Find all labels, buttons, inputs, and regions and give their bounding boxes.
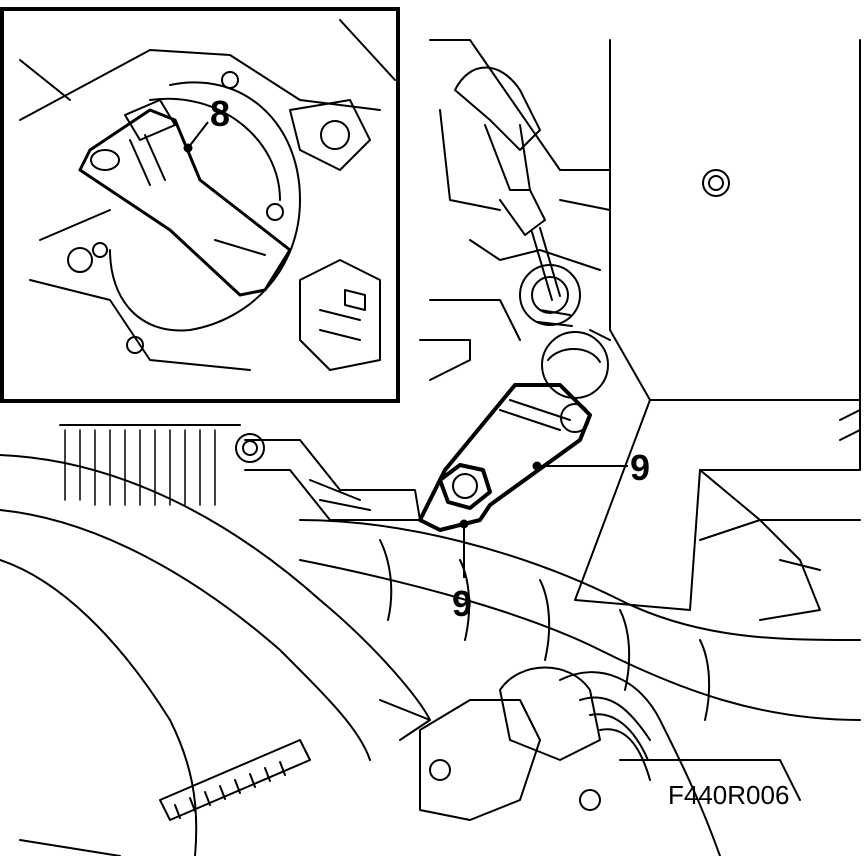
engine-drawing: [0, 39, 861, 856]
callout-label-9-lower: 9: [452, 583, 472, 624]
figure-code: F440R006: [668, 780, 789, 810]
inset-detail: [0, 7, 400, 403]
callout-leaders: [183, 121, 628, 578]
callout-label-9-upper: 9: [630, 447, 650, 488]
callout-label-8: 8: [210, 93, 230, 134]
